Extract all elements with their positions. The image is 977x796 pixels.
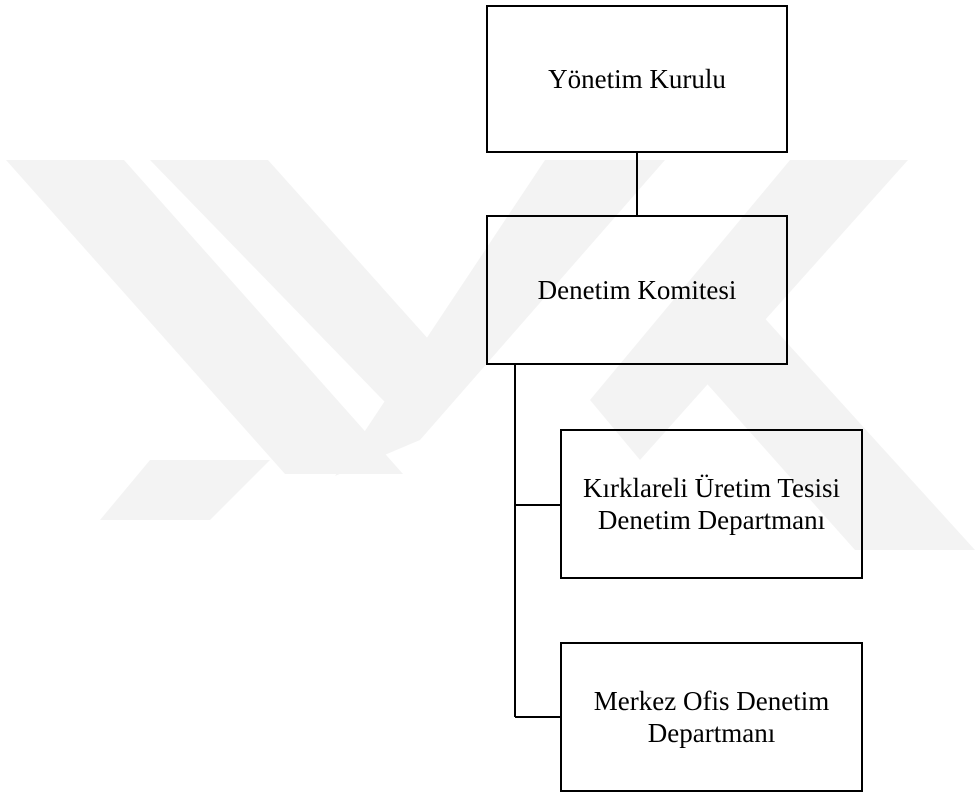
node-denetim-komitesi: Denetim Komitesi bbox=[486, 215, 788, 365]
node-label-kirklareli-uretim-tesisi: Kırklareli Üretim Tesisi Denetim Departm… bbox=[582, 473, 841, 535]
node-label-merkez-ofis: Merkez Ofis Denetim Departmanı bbox=[593, 686, 830, 748]
node-label-yonetim-kurulu: Yönetim Kurulu bbox=[548, 64, 726, 94]
watermark-stroke-right-lower bbox=[668, 280, 975, 550]
watermark-stroke-center bbox=[335, 160, 665, 476]
node-yonetim-kurulu: Yönetim Kurulu bbox=[486, 5, 788, 153]
node-label-denetim-komitesi: Denetim Komitesi bbox=[537, 275, 737, 305]
node-kirklareli-uretim-tesisi: Kırklareli Üretim Tesisi Denetim Departm… bbox=[560, 429, 863, 579]
watermark-stroke-left-outer bbox=[6, 160, 403, 474]
watermark-stroke-left-inner bbox=[150, 160, 465, 430]
node-merkez-ofis: Merkez Ofis Denetim Departmanı bbox=[560, 642, 863, 792]
watermark-stroke-bottom-left bbox=[100, 460, 270, 520]
